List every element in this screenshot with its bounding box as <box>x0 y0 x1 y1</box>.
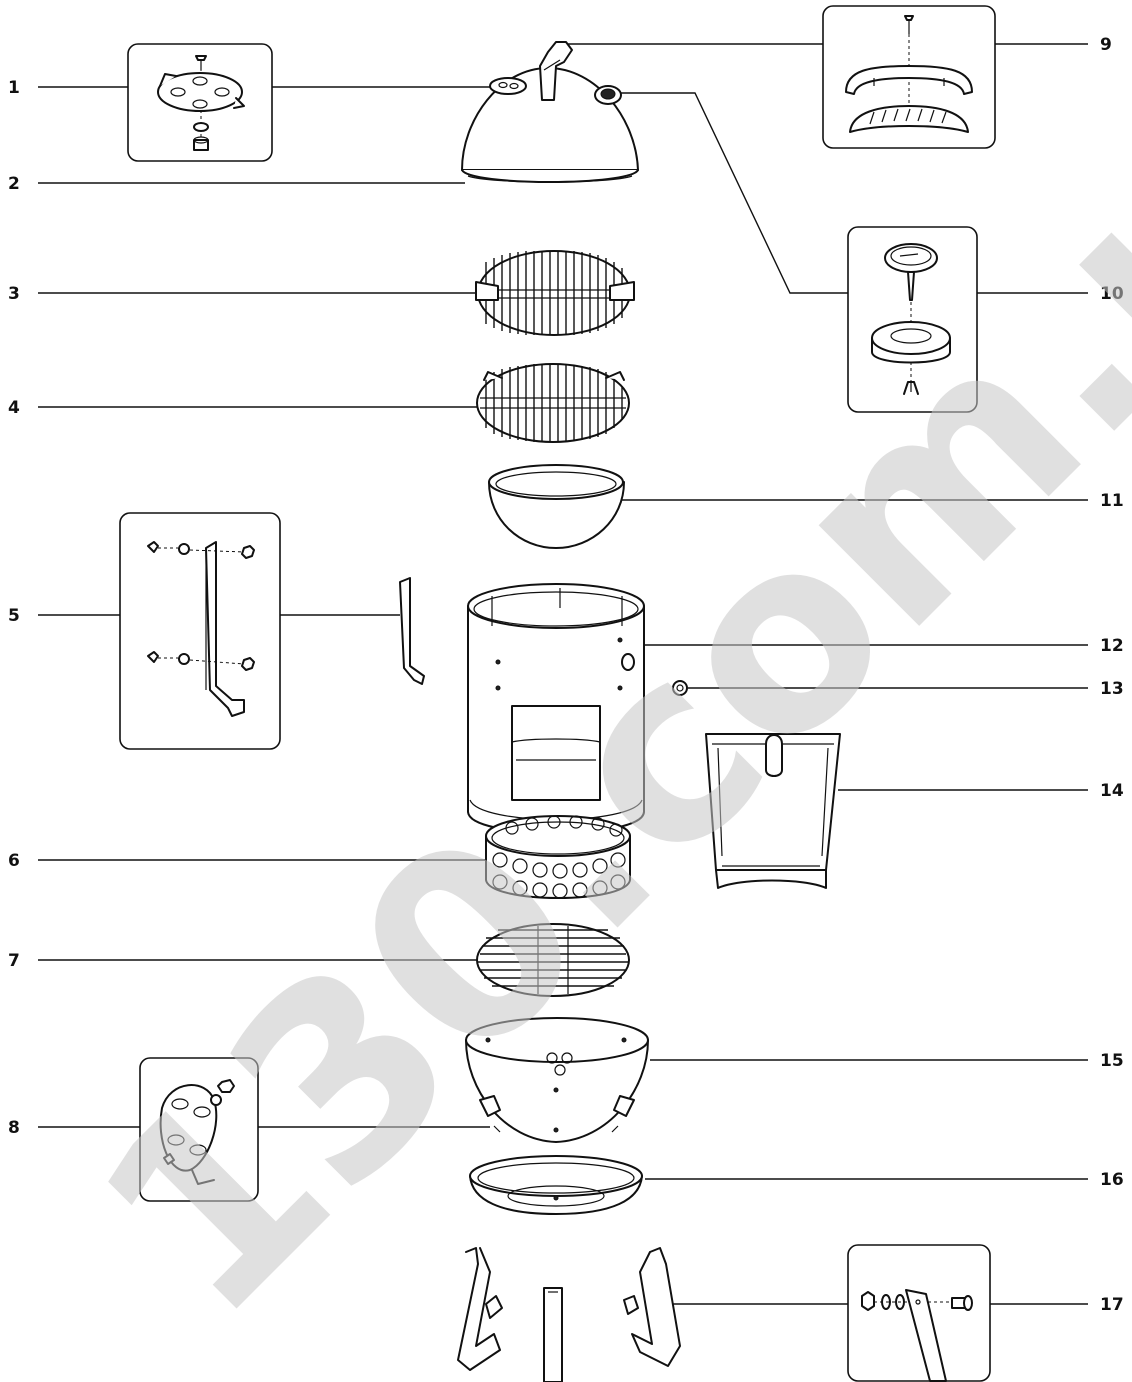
nut-icon <box>217 1079 235 1093</box>
bolt-icon <box>951 1295 973 1311</box>
callout-11: 11 <box>1100 491 1124 511</box>
callout-12: 12 <box>1100 636 1124 656</box>
detail-box-10-thermometer <box>847 226 978 413</box>
lid-thermometer-icon <box>594 85 622 105</box>
lid-handle-icon <box>539 41 573 101</box>
charcoal-grate <box>476 923 630 997</box>
detail-box-17-leg-fasteners <box>847 1244 991 1382</box>
washer-icon <box>193 122 209 132</box>
detail-box-9-handle <box>822 5 996 149</box>
washer-icon <box>178 653 190 665</box>
cooking-grate-upper <box>475 250 635 336</box>
nut-icon <box>193 136 209 151</box>
cooking-grate-lower <box>476 363 630 443</box>
nut-icon <box>861 1291 875 1311</box>
callout-14: 14 <box>1100 781 1124 801</box>
callout-13: 13 <box>1100 679 1124 699</box>
detail-box-5-bracket <box>119 512 281 750</box>
vent-damper-plate-icon <box>159 1084 218 1185</box>
bracket-icon <box>205 541 245 717</box>
nut-icon <box>241 657 255 671</box>
callout-3: 3 <box>8 284 20 304</box>
charcoal-ring <box>485 815 631 899</box>
leg-segment-icon <box>905 1289 947 1382</box>
thermometer-clip-icon <box>903 381 919 395</box>
damper-plate-icon <box>157 72 245 112</box>
callout-8: 8 <box>8 1118 20 1138</box>
nut-icon <box>241 545 255 559</box>
legs <box>457 1247 681 1382</box>
thermometer-bezel-icon <box>871 321 951 364</box>
lid <box>461 41 639 183</box>
access-door <box>705 733 841 889</box>
callout-5: 5 <box>8 606 20 626</box>
washer-icon <box>178 543 190 555</box>
middle-section <box>467 583 645 834</box>
door-bracket <box>399 577 425 685</box>
detail-box-1-damper <box>127 43 273 162</box>
callout-1: 1 <box>8 78 20 98</box>
leader-lines <box>38 43 1088 1305</box>
callout-7: 7 <box>8 951 20 971</box>
callout-17: 17 <box>1100 1295 1124 1315</box>
callout-9: 9 <box>1100 35 1112 55</box>
callout-10: 10 <box>1100 284 1124 304</box>
washer-icon <box>210 1094 222 1106</box>
detail-box-8-vent <box>139 1057 259 1202</box>
lid-damper-icon <box>489 77 527 95</box>
callout-6: 6 <box>8 851 20 871</box>
grommet <box>672 680 688 696</box>
ash-pan <box>469 1155 643 1215</box>
charcoal-bowl <box>465 1017 649 1143</box>
screw-icon <box>195 55 207 70</box>
handle-bracket-icon <box>845 65 973 95</box>
screw-icon <box>147 541 178 553</box>
screw-icon <box>904 15 914 34</box>
screw-icon <box>147 651 178 663</box>
callout-15: 15 <box>1100 1051 1124 1071</box>
callout-4: 4 <box>8 398 20 418</box>
thermometer-gauge-icon <box>884 243 938 301</box>
callout-2: 2 <box>8 174 20 194</box>
screw-icon <box>163 1153 175 1165</box>
water-bowl <box>488 464 625 549</box>
handle-grip-icon <box>849 105 969 133</box>
callout-16: 16 <box>1100 1170 1124 1190</box>
callout-numbers: 1 2 3 4 5 6 7 8 9 10 11 12 13 14 15 16 1… <box>8 35 1124 1315</box>
